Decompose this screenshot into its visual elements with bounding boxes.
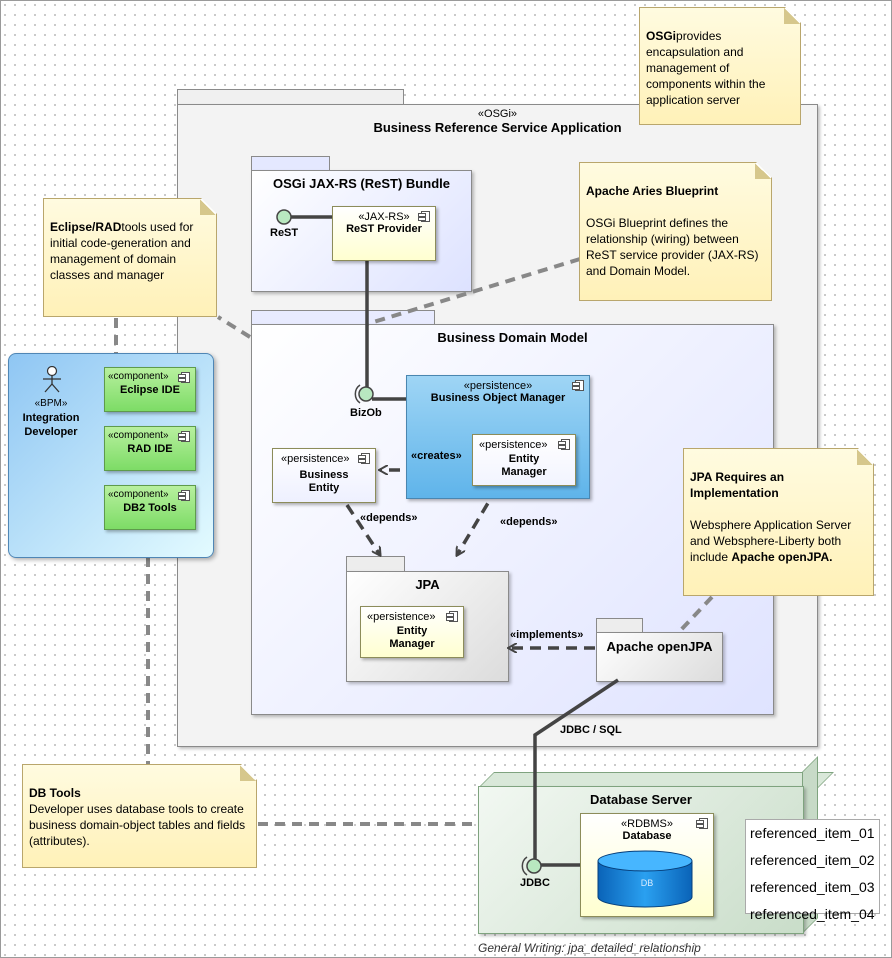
eclipse-ide-stereotype: «component» — [108, 371, 169, 382]
database-stereotype: «RDBMS» — [621, 818, 673, 830]
component-icon — [178, 431, 190, 442]
osgi-note[interactable]: OSGiprovides encapsulation and managemen… — [639, 7, 801, 125]
component-icon — [558, 439, 570, 450]
domain-model-tab — [251, 310, 435, 325]
bom-stereotype: «persistence» — [463, 380, 533, 392]
db2-tools-component[interactable]: «component» DB2 Tools — [104, 485, 196, 530]
legend-box: referenced_item_01 referenced_item_02 re… — [745, 819, 880, 922]
jpa-package-tab — [346, 556, 405, 572]
component-icon — [178, 372, 190, 383]
rad-ide-name: RAD IDE — [127, 443, 173, 455]
component-icon — [358, 453, 370, 464]
actor-name-line1: Integration — [22, 412, 80, 424]
rest-provider-stereotype: «JAX-RS» — [358, 211, 410, 223]
actor-stick-figure-icon — [43, 366, 61, 393]
component-icon — [178, 490, 190, 501]
db-server-title: Database Server — [590, 792, 692, 807]
eclipse-note[interactable]: Eclipse/RADtools used for initial code-g… — [43, 198, 217, 317]
rest-provider-name: ReST Provider — [346, 223, 422, 235]
depends-label-1: «depends» — [360, 512, 418, 524]
rest-provider-component[interactable]: «JAX-RS» ReST Provider — [332, 206, 436, 261]
jaxrs-bundle-tab — [251, 156, 330, 171]
entity-manager-bom-component[interactable]: «persistence» Entity Manager — [472, 434, 576, 486]
jpa-requires-note-text: Websphere Application Server and Websphe… — [690, 518, 852, 564]
brsa-package-tab — [177, 89, 404, 105]
actor-stereotype: «BPM» — [34, 398, 68, 409]
database-cylinder-label: DB — [640, 878, 654, 888]
entity-manager-bom-name: Entity Manager — [501, 453, 547, 478]
component-icon — [418, 211, 430, 222]
jpa-requires-note-bold-tail: Apache openJPA. — [731, 550, 833, 564]
legend-item[interactable]: referenced_item_04 — [750, 906, 875, 922]
db-tools-note-title: DB Tools — [29, 786, 81, 800]
actor-panel[interactable]: «BPM» Integration Developer «component» … — [8, 353, 214, 558]
jdbc-sql-label: JDBC / SQL — [560, 724, 622, 736]
entity-manager-jpa-stereotype: «persistence» — [367, 611, 436, 623]
component-icon — [572, 380, 584, 391]
db2-tools-name: DB2 Tools — [123, 502, 177, 514]
bom-name: Business Object Manager — [430, 392, 566, 404]
business-entity-component[interactable]: «persistence» Business Entity — [272, 448, 376, 503]
diagram-caption: General Writing: jpa_detailed_relationsh… — [478, 941, 701, 955]
database-name: Database — [622, 830, 672, 842]
rest-port-label: ReST — [270, 227, 299, 239]
eclipse-ide-component[interactable]: «component» Eclipse IDE — [104, 367, 196, 412]
aries-note[interactable]: Apache Aries Blueprint OSGi Blueprint de… — [579, 162, 772, 301]
jpa-requires-note[interactable]: JPA Requires an Implementation Websphere… — [683, 448, 874, 596]
legend-item[interactable]: referenced_item_03 — [750, 879, 875, 895]
jpa-title: JPA — [415, 577, 440, 592]
eclipse-note-text: tools used for initial code-generation a… — [50, 220, 194, 282]
database-component[interactable]: «RDBMS» Database DB — [580, 813, 714, 917]
implements-label: «implements» — [510, 629, 584, 641]
business-entity-stereotype: «persistence» — [281, 453, 350, 465]
component-icon — [696, 818, 708, 829]
jdbc-port-label: JDBC — [520, 877, 550, 889]
openjpa-title: Apache openJPA — [606, 639, 713, 654]
domain-model-title: Business Domain Model — [437, 330, 588, 345]
database-cylinder-icon — [597, 850, 693, 908]
entity-manager-jpa-component[interactable]: «persistence» Entity Manager — [360, 606, 464, 658]
rad-ide-stereotype: «component» — [108, 430, 169, 441]
eclipse-note-bold: Eclipse/RAD — [50, 220, 122, 234]
db-tools-note-text: Developer uses database tools to create … — [29, 802, 246, 848]
osgi-note-bold: OSGi — [646, 29, 677, 43]
jaxrs-bundle-title: OSGi JAX-RS (ReST) Bundle — [273, 176, 450, 191]
legend-item[interactable]: referenced_item_02 — [750, 852, 875, 868]
eclipse-ide-name: Eclipse IDE — [120, 384, 180, 396]
legend-item[interactable]: referenced_item_01 — [750, 825, 875, 841]
db-tools-note[interactable]: DB Tools Developer uses database tools t… — [22, 764, 257, 868]
jpa-requires-note-title: JPA Requires an Implementation — [690, 470, 785, 500]
aries-note-text: OSGi Blueprint defines the relationship … — [586, 216, 759, 278]
brsa-stereotype: «OSGi» — [477, 108, 518, 120]
entity-manager-bom-stereotype: «persistence» — [479, 439, 548, 451]
bizob-port-label: BizOb — [350, 407, 382, 419]
business-entity-name: Business Entity — [299, 469, 349, 494]
openjpa-package-tab — [596, 618, 643, 633]
entity-manager-jpa-name: Entity Manager — [389, 625, 435, 650]
aries-note-title: Apache Aries Blueprint — [586, 184, 719, 198]
osgi-note-text: provides encapsulation and management of… — [646, 29, 766, 107]
openjpa-package[interactable]: Apache openJPA — [596, 632, 723, 682]
actor-name-line2: Developer — [24, 426, 78, 438]
rad-ide-component[interactable]: «component» RAD IDE — [104, 426, 196, 471]
creates-label: «creates» — [411, 450, 462, 462]
component-icon — [446, 611, 458, 622]
db2-tools-stereotype: «component» — [108, 489, 169, 500]
brsa-title: Business Reference Service Application — [373, 120, 622, 135]
depends-label-2: «depends» — [500, 516, 558, 528]
